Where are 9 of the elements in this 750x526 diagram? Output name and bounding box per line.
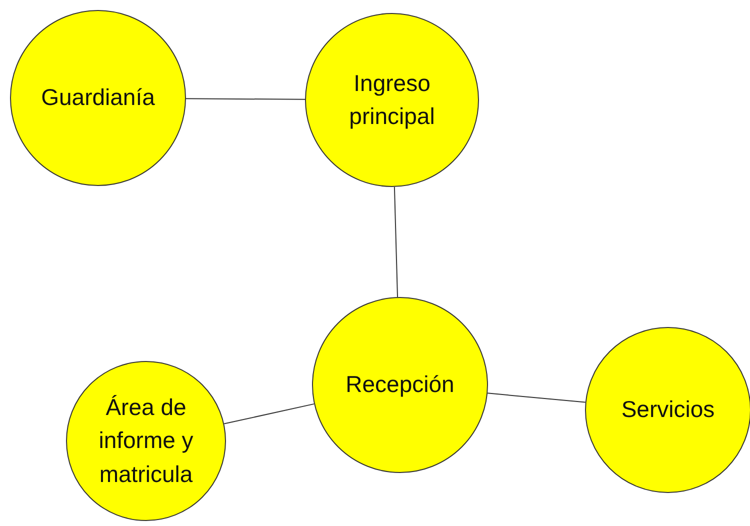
place-label: Área de informe y matricula xyxy=(98,392,194,489)
place-label: Recepción xyxy=(346,370,454,400)
connector-line xyxy=(394,186,398,298)
connector-line xyxy=(487,392,586,403)
place-label: Servicios xyxy=(621,395,715,424)
connector-line xyxy=(186,98,306,100)
connector-line xyxy=(224,403,315,424)
place-label: Ingreso principal xyxy=(348,68,436,131)
place-label: Guardianía xyxy=(41,83,155,112)
